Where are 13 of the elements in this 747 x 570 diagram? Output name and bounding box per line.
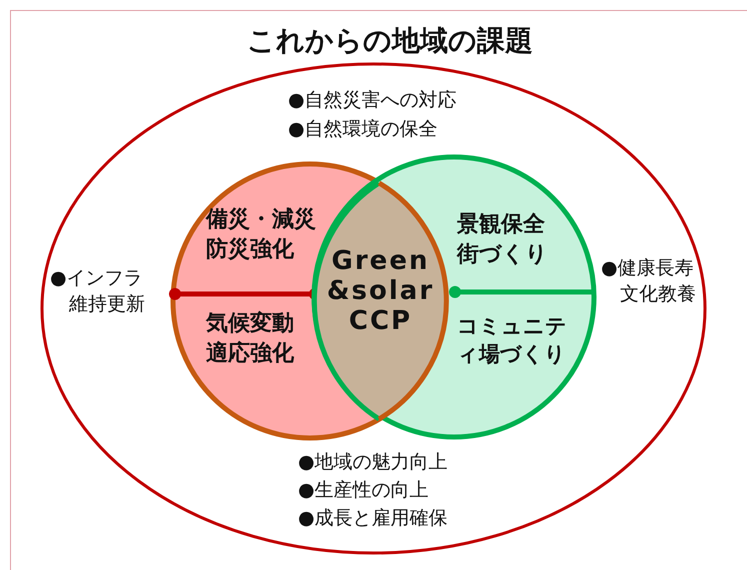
bullet-item: ●自然環境の保全 <box>288 117 439 142</box>
circle-text: 気候変動適応強化 <box>206 310 295 368</box>
bullet-item: ●自然災害への対応 <box>288 88 458 113</box>
bullet-item: ●成長と雇用確保 <box>298 506 449 531</box>
bullet-item: ●地域の魅力向上 <box>298 450 449 475</box>
circle-text: コミュニティ場づくり <box>457 313 568 368</box>
bullet-item: ●インフラ維持更新 <box>50 266 146 317</box>
title: これからの地域の課題 <box>246 23 534 59</box>
center-text: Green &solar CCP <box>326 247 436 337</box>
bullet-item: ●生産性の向上 <box>298 478 430 503</box>
bullet-item: ●健康長寿文化教養 <box>601 256 697 307</box>
circle-text: 備災・減災防災強化 <box>206 206 317 264</box>
circle-text: 景観保全街づくり <box>457 211 549 269</box>
